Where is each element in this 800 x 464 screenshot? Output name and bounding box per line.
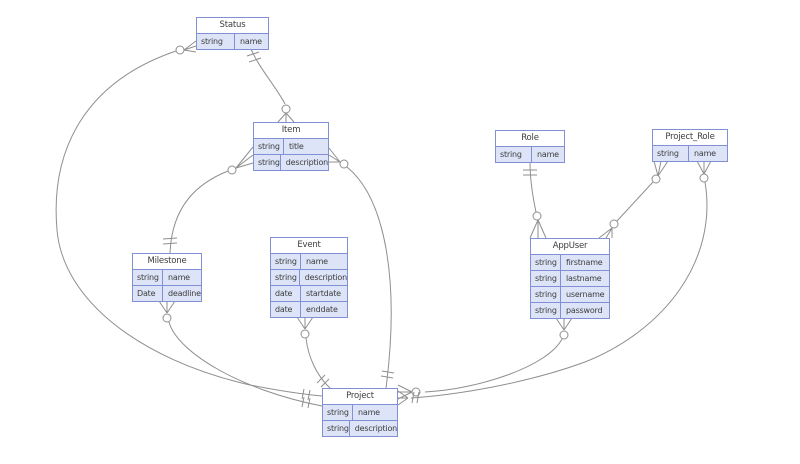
relationship-project-event bbox=[296, 316, 331, 389]
field-type: string bbox=[531, 255, 561, 270]
field-name: name bbox=[306, 257, 328, 266]
field-row: string name bbox=[323, 404, 397, 420]
field-type: string bbox=[271, 270, 300, 285]
field-name: name bbox=[358, 408, 380, 417]
field-name: description bbox=[354, 424, 398, 433]
field-type: date bbox=[271, 286, 301, 301]
field-name: name bbox=[240, 37, 262, 46]
field-type: date bbox=[271, 302, 301, 317]
entity-title: Project_Role bbox=[653, 130, 727, 145]
relationship-project-milestone bbox=[158, 300, 323, 409]
entity-title: Milestone bbox=[133, 254, 201, 269]
entity-milestone[interactable]: Milestone string name Date deadline bbox=[132, 253, 202, 302]
field-row: string title bbox=[254, 138, 328, 154]
field-type: string bbox=[197, 34, 235, 49]
field-type: string bbox=[254, 155, 281, 170]
field-name: username bbox=[566, 290, 605, 299]
entity-title: Role bbox=[496, 131, 564, 146]
field-row: string username bbox=[531, 286, 609, 302]
entity-title: Event bbox=[271, 238, 347, 253]
field-type: string bbox=[254, 139, 284, 154]
relationship-role-appuser bbox=[523, 161, 547, 239]
field-type: string bbox=[496, 147, 532, 162]
field-row: string name bbox=[496, 146, 564, 162]
field-name: firstname bbox=[566, 258, 603, 267]
field-row: string name bbox=[133, 269, 201, 285]
entity-role[interactable]: Role string name bbox=[495, 130, 565, 163]
entity-appuser[interactable]: AppUser string firstname string lastname… bbox=[530, 238, 610, 319]
field-type: Date bbox=[133, 286, 163, 301]
relationship-milestone-item bbox=[162, 146, 254, 254]
field-row: Date deadline bbox=[133, 285, 201, 301]
entity-title: Status bbox=[197, 18, 268, 33]
relationship-status-item bbox=[246, 48, 295, 123]
field-row: string description bbox=[254, 154, 328, 170]
field-row: date startdate bbox=[271, 285, 347, 301]
field-type: string bbox=[531, 303, 561, 318]
field-name: startdate bbox=[306, 289, 341, 298]
relationship-project-projectrole bbox=[397, 160, 712, 406]
field-row: string firstname bbox=[531, 254, 609, 270]
field-type: string bbox=[323, 421, 350, 436]
entity-title: Item bbox=[254, 123, 328, 138]
entity-project-role[interactable]: Project_Role string name bbox=[652, 129, 728, 162]
field-name: name bbox=[694, 149, 716, 158]
field-type: string bbox=[323, 405, 353, 420]
entity-title: Project bbox=[323, 389, 397, 404]
entity-title: AppUser bbox=[531, 239, 609, 254]
field-row: string description bbox=[271, 269, 347, 285]
field-type: string bbox=[531, 287, 561, 302]
field-type: string bbox=[133, 270, 163, 285]
field-name: description bbox=[285, 158, 329, 167]
entity-status[interactable]: Status string name bbox=[196, 17, 269, 50]
field-name: title bbox=[289, 142, 304, 151]
relationship-appuser-projectrole bbox=[598, 160, 669, 239]
field-name: description bbox=[304, 273, 347, 282]
entity-item[interactable]: Item string title string description bbox=[253, 122, 329, 171]
entity-project[interactable]: Project string name string description bbox=[322, 388, 398, 437]
field-row: string lastname bbox=[531, 270, 609, 286]
field-type: string bbox=[271, 254, 301, 269]
relationship-project-status bbox=[55, 40, 323, 401]
field-name: password bbox=[566, 306, 603, 315]
field-row: string name bbox=[197, 33, 268, 49]
field-row: string password bbox=[531, 302, 609, 318]
field-name: name bbox=[537, 150, 559, 159]
field-row: date enddate bbox=[271, 301, 347, 317]
field-row: string name bbox=[653, 145, 727, 161]
relationship-project-appuser bbox=[397, 317, 573, 400]
field-row: string name bbox=[271, 253, 347, 269]
field-type: string bbox=[531, 271, 561, 286]
field-name: enddate bbox=[306, 305, 338, 314]
field-name: lastname bbox=[566, 274, 602, 283]
field-type: string bbox=[653, 146, 689, 161]
field-name: deadline bbox=[168, 289, 201, 298]
entity-event[interactable]: Event string name string description dat… bbox=[270, 237, 348, 318]
relationship-project-item bbox=[328, 147, 395, 389]
field-name: name bbox=[168, 273, 190, 282]
field-row: string description bbox=[323, 420, 397, 436]
